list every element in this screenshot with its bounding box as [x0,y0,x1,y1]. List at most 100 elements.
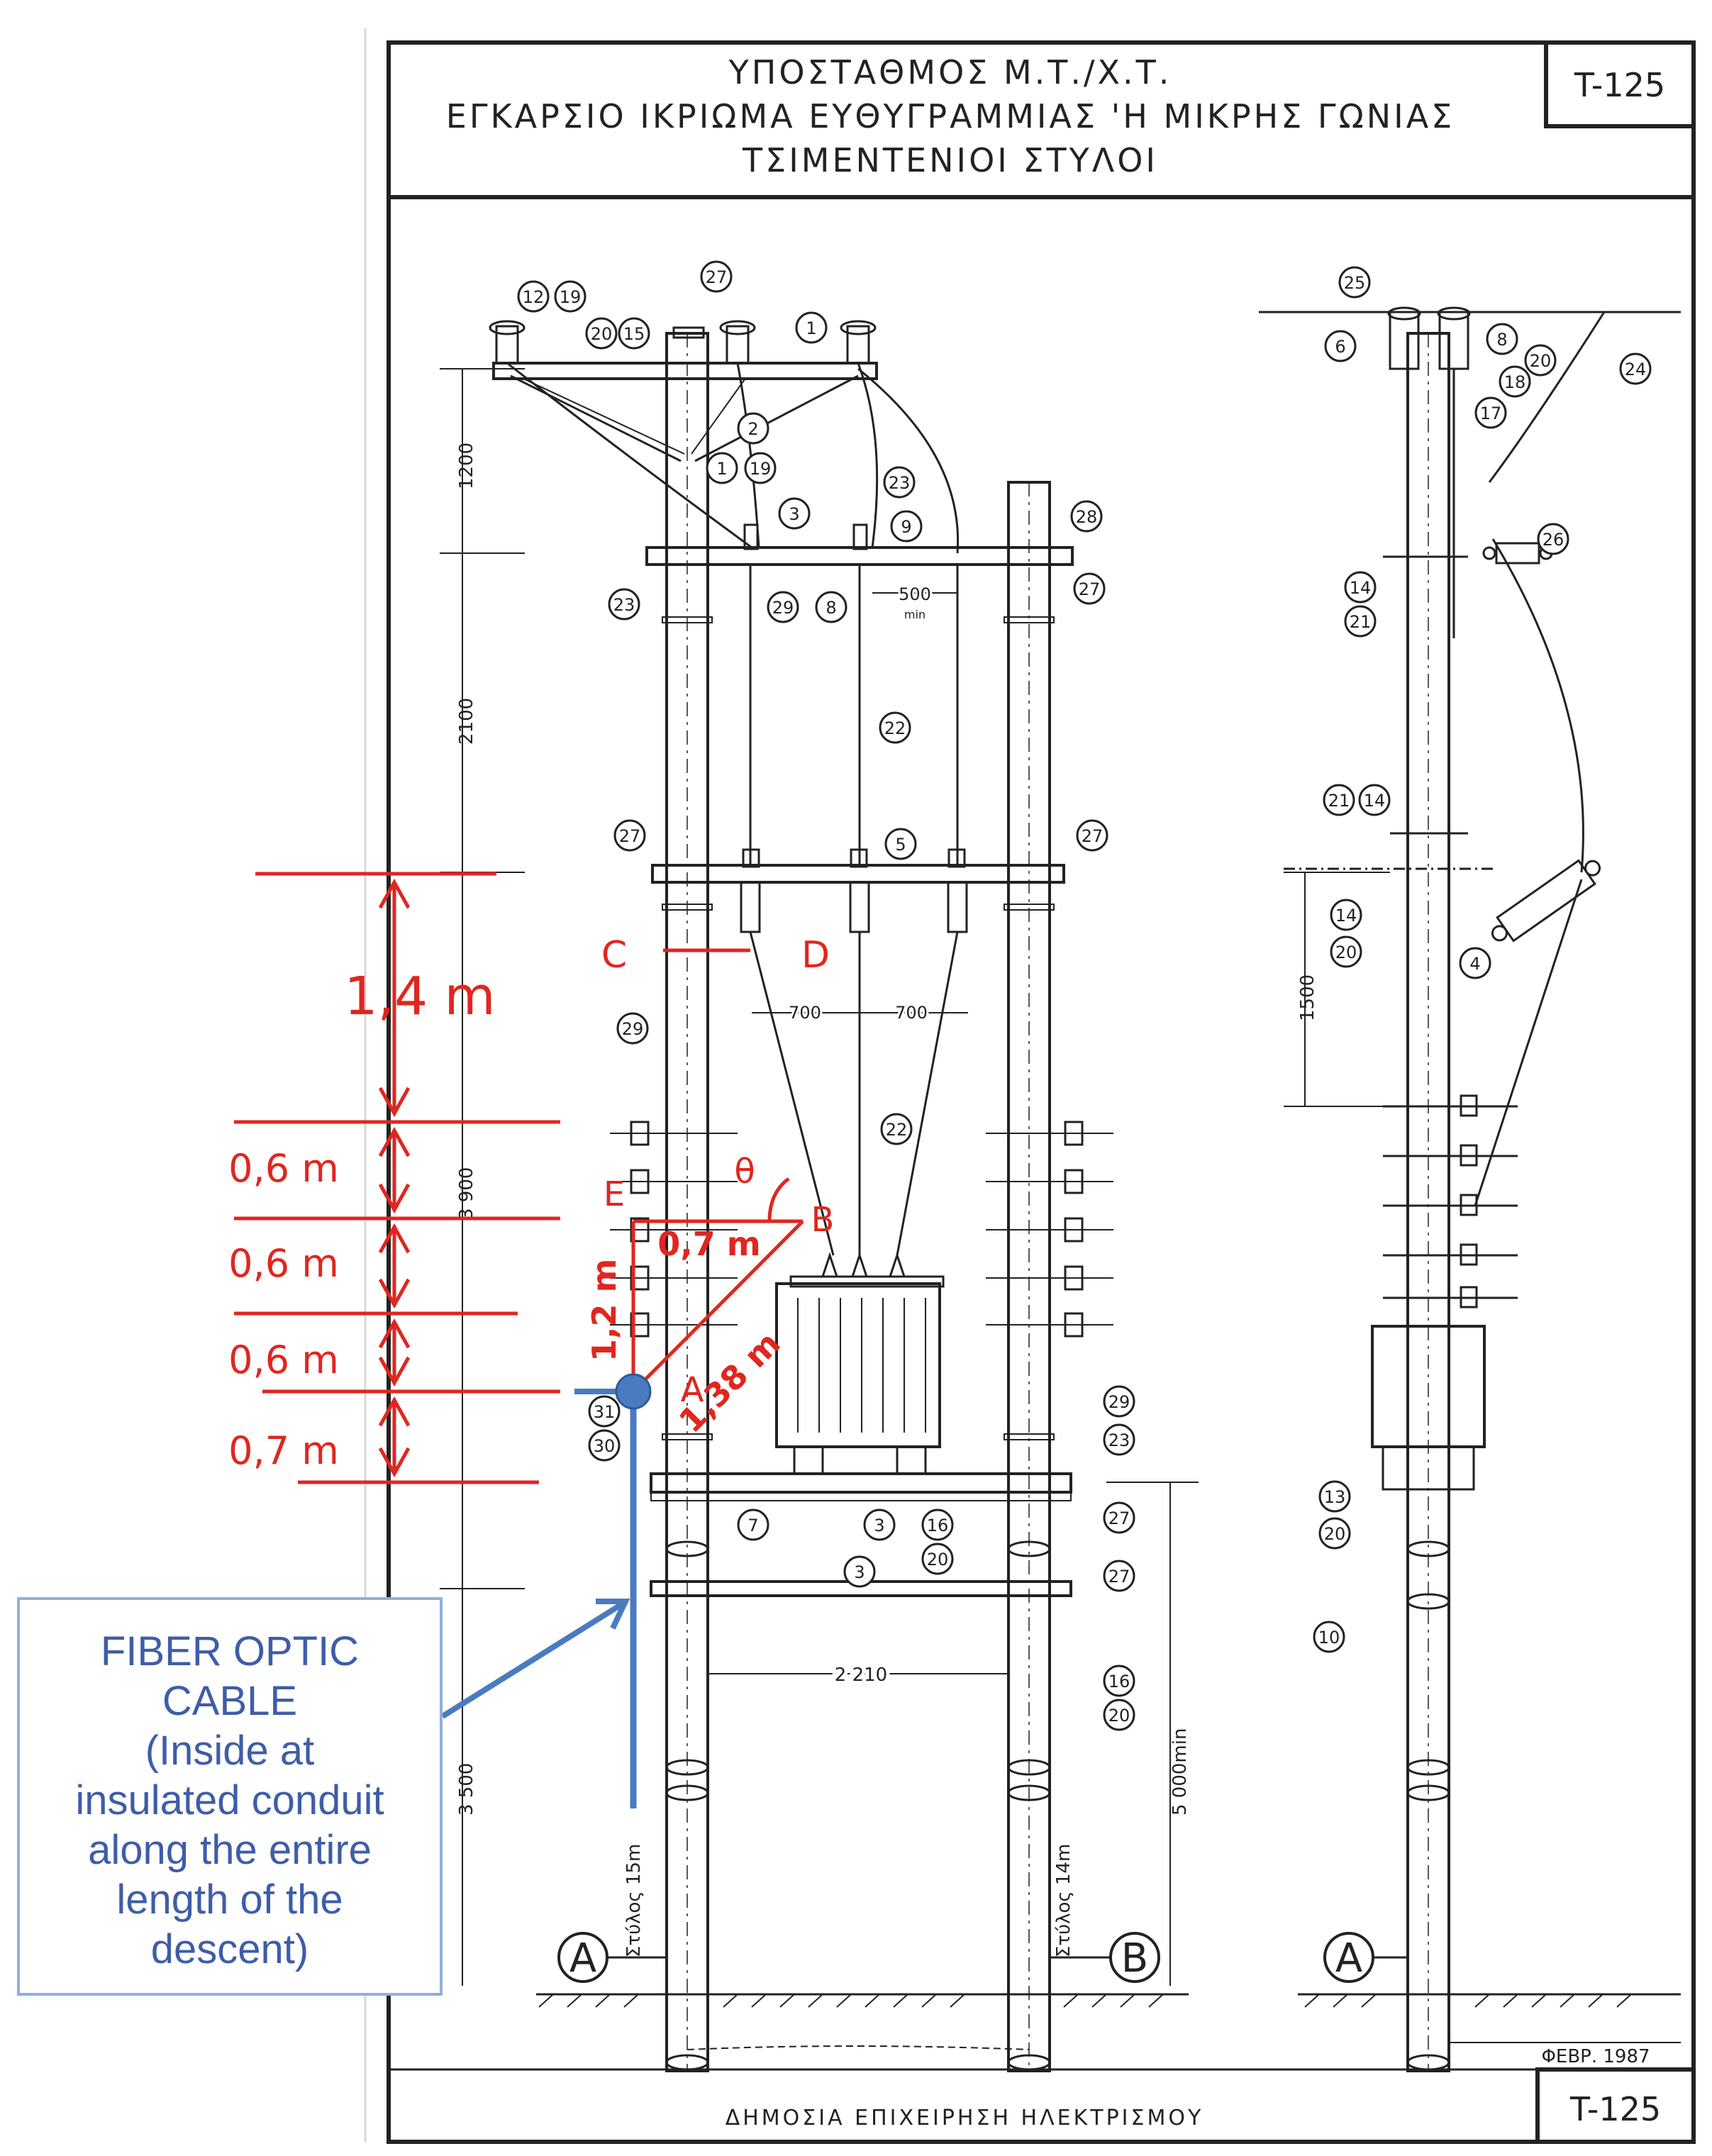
part-front-number: 27 [1082,826,1104,846]
part-side-number: 8 [1496,330,1507,350]
callout-line-1: FIBER OPTIC [101,1628,359,1674]
part-side-number: 6 [1335,337,1345,357]
part-front-circle [815,591,847,623]
part-front-number: 16 [927,1516,949,1535]
part-side-circle [1358,784,1391,816]
part-front-circle [588,1395,621,1428]
part-side-number: 20 [1324,1524,1346,1544]
part-side-number: 17 [1480,404,1502,423]
part-side-circle [1318,1517,1351,1550]
segment-ab [632,1220,804,1393]
point-b-label: B [811,1200,835,1240]
part-front-number: 23 [1108,1430,1130,1450]
part-front-circle [517,280,550,313]
dim-1500: 1500 [1297,974,1318,1021]
callout-line-3: (Inside at [145,1728,315,1774]
title-line-1: ΥΠΟΣΤΑΘΜΟΣ Μ.Τ./Χ.Τ. [728,53,1172,91]
drawing-code-top: T-125 [1574,66,1665,104]
part-side-circle [1330,935,1362,968]
part-front-circle [616,1012,649,1045]
dim-1200: 1200 [456,443,477,489]
part-side-circle [1619,352,1652,385]
part-side-number: 25 [1344,273,1366,293]
dim-5000: 5 000min [1169,1728,1191,1816]
part-front-circle [1103,1560,1135,1592]
lv-insulators-pole-b [986,1121,1113,1338]
lv-insulators-pole-a [610,1121,738,1338]
dim-3500: 3 500 [456,1763,477,1816]
part-front-number: 12 [523,287,545,307]
part-front-number: 20 [927,1550,949,1569]
footer-date: ΦΕΒΡ. 1987 [1541,2046,1650,2067]
part-front-number: 29 [622,1019,644,1039]
part-side-number: 20 [1335,943,1357,962]
middle-crossarm [651,864,1065,884]
part-front-circle [890,510,923,543]
part-front-number: 1 [716,459,727,479]
part-side-circle [1499,365,1531,398]
part-front-circle [1076,819,1108,852]
top-crossarm [492,362,878,380]
part-side-number: 14 [1335,906,1357,926]
part-front-circle [879,711,911,744]
dim-0-6-m-b: 0,6 m [228,1241,339,1286]
part-side-number: 14 [1364,791,1386,811]
part-front-number: 20 [1108,1706,1130,1726]
callout-line-7: descent) [151,1926,309,1972]
part-front-number: 23 [889,473,911,493]
dim-1-4-m: 1,4 m [344,966,495,1027]
part-front-circle [1103,1501,1135,1534]
part-side-number: 20 [1530,351,1552,371]
part-front-number: 27 [619,826,641,846]
fiber-entry-point [615,1373,652,1410]
part-front-number: 19 [750,459,772,479]
pole-b-length: Στύλος 14m [1053,1844,1074,1957]
part-front-number: 29 [772,598,794,618]
part-front-circle [863,1508,896,1541]
part-side-circle [1344,605,1377,638]
part-side-number: 18 [1504,372,1526,392]
part-front-circle [554,280,587,313]
dim-500: 500 [899,584,931,604]
part-front-circle [608,588,640,621]
part-front-number: 3 [874,1516,884,1535]
part-side-circle [1474,396,1507,429]
part-front-circle [706,452,738,484]
part-front-circle [1103,1423,1135,1456]
side-view: A 1500 [1259,306,1681,2072]
part-side-number: 13 [1324,1487,1346,1507]
part-front-number: 27 [706,267,728,287]
part-side-circle [1524,344,1557,377]
part-front-number: 31 [594,1402,616,1422]
insulator-top-mid [719,320,756,365]
front-view: A B Στύλος 15m Στύλος 14m 1200 2100 3 90… [440,320,1199,2072]
part-front-circle [767,591,799,623]
part-front-circle [1103,1699,1135,1731]
part-front-circle [737,412,769,445]
part-front-number: 8 [826,598,836,618]
part-front-number: 3 [854,1562,865,1582]
part-front-circle [921,1543,954,1575]
title-line-3: ΤΣΙΜΕΝΤΕΝΙΟΙ ΣΤΥΛΟΙ [742,141,1158,179]
code-box-top [1544,40,1696,128]
part-front-circle [884,828,917,860]
part-front-number: 15 [623,324,645,344]
part-front-number: 9 [901,517,911,537]
part-side-number: 21 [1350,612,1372,632]
angle-theta-label: θ [734,1152,755,1191]
part-side-circle [1313,1621,1345,1653]
part-front-circle [778,497,811,530]
dim-700-left: 700 [789,1003,821,1023]
part-front-circle [700,260,733,293]
segment-ae-label: 1,2 m [585,1259,623,1362]
part-front-number: 27 [1108,1567,1130,1587]
part-front-circle [921,1508,954,1541]
part-front-circle [618,317,650,350]
dim-2210: 2 210 [835,1665,887,1686]
point-d-label: D [801,934,830,977]
point-c-label: C [601,934,627,977]
part-front-number: 3 [789,504,799,524]
pole-a-label: A [569,1935,596,1982]
